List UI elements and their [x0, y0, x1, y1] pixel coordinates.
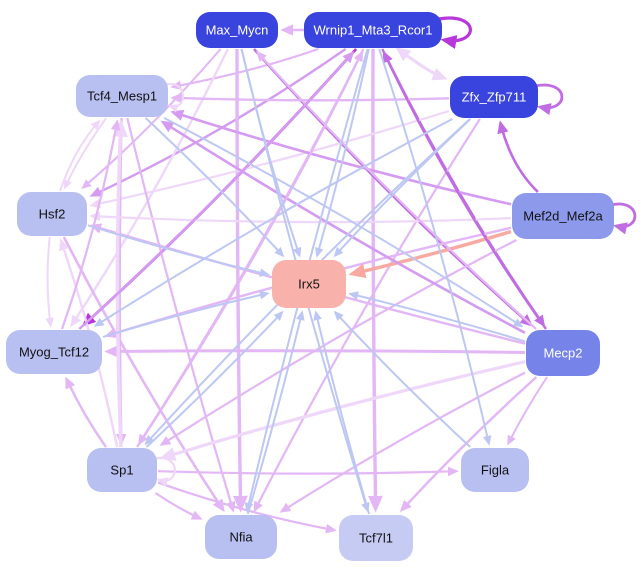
edge-sp1-irx5 [145, 310, 284, 448]
node-tcf7l1[interactable]: Tcf7l1 [339, 515, 413, 561]
node-shape-hsf2[interactable] [17, 192, 87, 236]
node-max[interactable]: Max_Mycn [196, 12, 278, 48]
edge-mef2d-zfx [497, 120, 539, 193]
edge-zfx-nfia [253, 118, 481, 513]
node-myog[interactable]: Myog_Tcf12 [6, 330, 102, 374]
self-loop-tcf4 [164, 83, 184, 113]
node-shape-nfia[interactable] [205, 515, 277, 559]
edge-sp1-myog [65, 376, 107, 448]
edge-tcf4-mecp2 [163, 117, 524, 328]
edge-wrnip1-irx5 [314, 48, 370, 258]
edge-mecp2-nfia [279, 371, 526, 513]
edge-mecp2-max [255, 50, 537, 330]
node-nfia[interactable]: Nfia [205, 515, 277, 559]
edges-layer [45, 16, 637, 534]
self-loop-sp1 [153, 456, 176, 487]
edge-wrnip1-hsf2 [89, 48, 347, 197]
node-hsf2[interactable]: Hsf2 [17, 192, 87, 236]
node-wrnip1[interactable]: Wrnip1_Mta3_Rcor1 [304, 12, 442, 48]
edge-wrnip1-figla [378, 48, 492, 446]
edge-hsf2-irx5 [87, 224, 270, 277]
self-loop-mef2d [610, 202, 637, 235]
edge-sp1-wrnip1 [136, 50, 363, 448]
node-sp1[interactable]: Sp1 [87, 448, 157, 492]
node-shape-figla[interactable] [461, 448, 529, 492]
node-shape-tcf4[interactable] [76, 75, 168, 117]
edge-mef2d-hsf2 [89, 211, 512, 224]
edge-tcf4-irx5 [144, 117, 285, 258]
edge-myog-tcf4 [60, 119, 121, 330]
node-shape-zfx[interactable] [450, 76, 538, 118]
node-figla[interactable]: Figla [461, 448, 529, 492]
edge-mecp2-wrnip1 [382, 50, 547, 330]
edge-figla-irx5 [333, 310, 471, 448]
node-shape-tcf7l1[interactable] [339, 515, 413, 561]
edge-sp1-nfia [154, 492, 203, 520]
edge-mecp2-tcf4 [160, 120, 526, 334]
edge-mef2d-tcf4 [170, 109, 512, 206]
node-shape-sp1[interactable] [87, 448, 157, 492]
edge-hsf2-myog [45, 236, 54, 328]
node-zfx[interactable]: Zfx_Zfp711 [450, 76, 538, 118]
edge-sp1-tcf4 [112, 119, 128, 448]
edge-zfx-myog [93, 118, 453, 327]
edge-hsf2-nfia [62, 236, 225, 513]
node-shape-wrnip1[interactable] [304, 12, 442, 48]
node-shape-irx5[interactable] [272, 260, 346, 308]
edge-max-nfia [232, 48, 248, 513]
node-mecp2[interactable]: Mecp2 [526, 330, 600, 376]
edge-tcf4-hsf2 [63, 117, 108, 190]
node-shape-myog[interactable] [6, 330, 102, 374]
edge-mecp2-tcf7l1 [399, 376, 538, 513]
edge-myog-irx5 [102, 290, 270, 338]
node-shape-mef2d[interactable] [512, 193, 614, 239]
node-irx5[interactable]: Irx5 [272, 260, 346, 308]
node-shape-max[interactable] [196, 12, 278, 48]
node-tcf4[interactable]: Tcf4_Mesp1 [76, 75, 168, 117]
edge-nfia-irx5 [246, 310, 305, 515]
edge-myog-wrnip1 [78, 50, 355, 330]
self-loop-zfx [534, 83, 564, 116]
edge-mecp2-figla [507, 376, 548, 446]
edge-mef2d-irx5 [348, 229, 512, 279]
node-mef2d[interactable]: Mef2d_Mef2a [512, 193, 614, 239]
edge-sp1-figla [157, 466, 459, 477]
edge-mecp2-myog [104, 344, 526, 358]
edge-mecp2-sp1 [159, 360, 526, 461]
edge-mecp2-irx5 [348, 291, 526, 343]
node-shape-mecp2[interactable] [526, 330, 600, 376]
edge-hsf2-tcf4 [59, 119, 101, 192]
self-loop-wrnip1 [438, 16, 472, 49]
edge-wrnip1-zfx [395, 47, 448, 81]
edge-wrnip1-tcf7l1 [367, 48, 383, 513]
